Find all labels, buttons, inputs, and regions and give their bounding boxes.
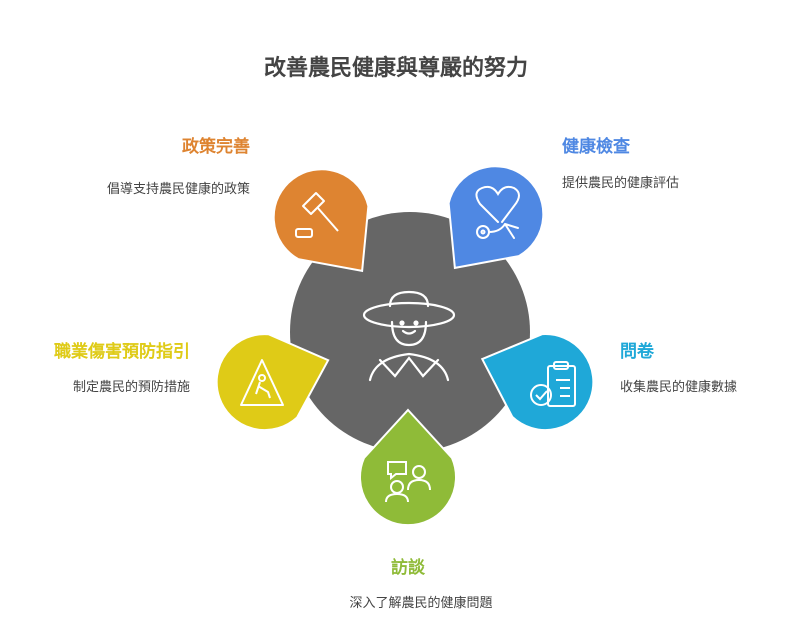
item-heading-policy: 政策完善 (182, 137, 250, 157)
item-heading-interview: 訪談 (391, 558, 425, 578)
page-title: 改善農民健康與尊嚴的努力 (263, 56, 528, 81)
item-description-policy: 倡導支持農民健康的政策 (106, 182, 250, 197)
item-description-injury-prevention: 制定農民的預防措施 (72, 380, 190, 395)
item-description-health-check: 提供農民的健康評估 (562, 176, 680, 191)
item-heading-health-check: 健康檢查 (562, 137, 630, 157)
drop-health-check (447, 165, 545, 270)
stethoscope-icon (475, 185, 520, 239)
farmer-icon (362, 290, 456, 382)
item-heading-injury-prevention: 職業傷害預防指引 (54, 342, 190, 362)
item-description-questionnaire: 收集農民的健康數據 (620, 380, 738, 395)
drop-policy (272, 168, 370, 273)
clipboard-check-icon (530, 361, 576, 407)
item-heading-questionnaire: 問卷 (620, 342, 654, 362)
item-description-interview: 深入了解農民的健康問題 (349, 596, 493, 611)
gavel-icon (295, 192, 339, 238)
warning-sign-icon (240, 359, 284, 406)
drop-interview (359, 408, 457, 527)
center-circle (290, 212, 530, 452)
conversation-icon (385, 461, 431, 503)
